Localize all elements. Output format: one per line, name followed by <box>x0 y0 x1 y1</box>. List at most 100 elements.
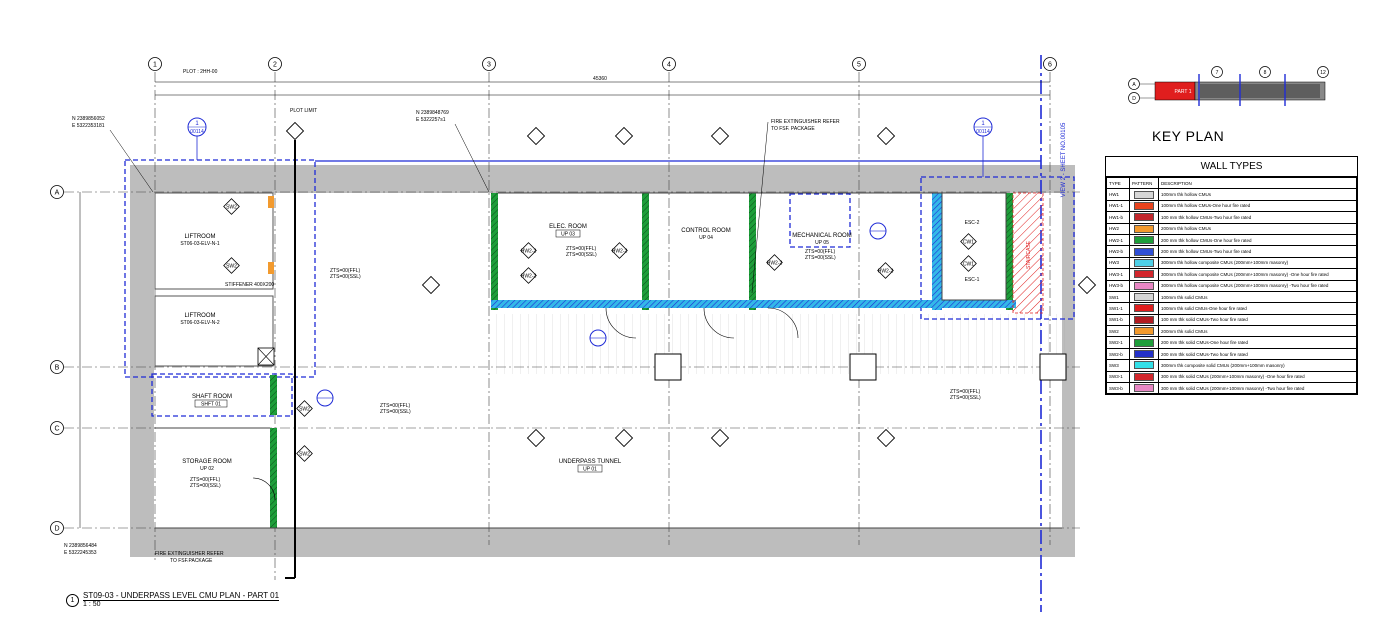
wall-type-row: SW1-1 100mm thk solid CMUs-One hour fire … <box>1106 302 1357 315</box>
plot-limit: PLOT LIMIT <box>290 108 317 114</box>
tag-sw2-d: SW2 <box>299 452 310 458</box>
wall-type-code: SW2-1 <box>1106 336 1130 349</box>
fire-ext-top: FIRE EXTINGUISHER REFER <box>771 119 840 125</box>
wall-type-swatch-fill <box>1134 201 1154 210</box>
tag-cw-a: CW1 <box>963 240 974 246</box>
wall-type-code: HW3-b <box>1106 279 1130 292</box>
wall-type-swatch-fill <box>1134 281 1154 290</box>
coord-bottom-n: N 2389856484 <box>64 543 97 549</box>
leader-left <box>109 129 154 193</box>
drawing-scale: 1 : 50 <box>83 601 101 608</box>
keyplan-grid-12: 12 <box>1320 70 1326 76</box>
level-ssl-4: ZTS=00(SSL) <box>805 255 836 261</box>
wall-type-swatch <box>1129 313 1159 327</box>
level-ssl-1: ZTS=00(SSL) <box>330 274 361 280</box>
cyan-wall-esc <box>932 193 942 310</box>
wall-type-code: SW2 <box>1106 325 1130 338</box>
coord-mid-e: E 5322257s1 <box>416 117 446 123</box>
room-tunnel-tag-box <box>577 464 603 473</box>
callout-2-ref: 00114 <box>976 129 990 135</box>
room-partitions <box>155 192 1062 529</box>
grid-col-3: 3 <box>487 62 491 69</box>
wall-type-code: HW3 <box>1106 256 1130 270</box>
wall-type-swatch-fill <box>1134 224 1154 233</box>
wall-type-description: 100mm thk solid CMUs-One hour fire rated <box>1158 302 1357 315</box>
blue-wall-bottom <box>491 300 1016 308</box>
wall-type-swatch-fill <box>1134 190 1154 199</box>
wall-type-code: SW1-1 <box>1106 302 1130 315</box>
green-wall-3 <box>749 193 756 310</box>
fire-ext-top-2: TO FSF. PACKAGE <box>771 126 815 132</box>
grid-bubbles-columns <box>148 57 1057 71</box>
wall-type-swatch <box>1129 336 1159 349</box>
wall-type-swatch <box>1129 279 1159 292</box>
level-ffl-6: ZTS=00(FFL) <box>190 477 220 483</box>
tag-hw2-a: HW2-2 <box>521 249 537 255</box>
grid-row-b: B <box>55 365 60 372</box>
room-control: CONTROL ROOM <box>681 228 730 234</box>
level-ffl-3: ZTS=00(FFL) <box>566 246 596 252</box>
wall-type-code: HW1-b <box>1106 211 1130 224</box>
grid-row-a: A <box>55 190 60 197</box>
level-ssl-3: ZTS=00(SSL) <box>566 252 597 258</box>
wall-type-swatch <box>1129 325 1159 338</box>
room-liftroom-1-tag: ST06-03-ELV-N-1 <box>180 241 220 247</box>
level-ssl-5: ZTS=00(SSL) <box>950 395 981 401</box>
green-wall-5 <box>270 428 277 528</box>
wall-type-description: 100 mm thk hollow CMUs-Two hour fire rat… <box>1158 211 1357 224</box>
wall-tags <box>223 198 977 462</box>
wall-type-description: 100mm thk hollow CMUs-One hour fire rate… <box>1158 199 1357 213</box>
room-mech-tag: UP 05 <box>815 240 829 246</box>
leader-mid <box>454 123 490 193</box>
green-wall-1 <box>491 193 498 310</box>
tag-hw2-e: HW2-2 <box>878 269 894 275</box>
wall-type-swatch-fill <box>1134 270 1154 279</box>
level-ssl-6: ZTS=00(SSL) <box>190 483 221 489</box>
wall-type-description: 300mm thk hollow composite CMUs (200mm+1… <box>1158 279 1357 292</box>
columns <box>654 353 1067 381</box>
wall-type-description: 200mm thk hollow CMUs <box>1158 222 1357 235</box>
wall-type-description: 200 mm thk hollow CMUs-One hour fire rat… <box>1158 233 1357 247</box>
wall-type-swatch-fill <box>1134 258 1154 267</box>
drawing-number: 1 <box>66 594 79 607</box>
grid-col-1: 1 <box>153 62 157 69</box>
wall-type-description: 100mm thk hollow CMUs <box>1158 188 1357 201</box>
callout-bubble-dividers <box>188 126 992 399</box>
leader-fire-top <box>751 121 769 294</box>
wall-type-swatch <box>1129 256 1159 270</box>
wall-type-swatch-fill <box>1134 213 1154 222</box>
stiffener-orange-2 <box>268 262 274 274</box>
wall-type-swatch <box>1129 233 1159 247</box>
wall-type-code: HW2-1 <box>1106 233 1130 247</box>
room-liftroom-2-tag: ST06-03-ELV-N-2 <box>180 320 220 326</box>
grid-row-d: D <box>54 526 59 533</box>
wall-type-swatch <box>1129 370 1159 384</box>
wall-type-swatch-fill <box>1134 361 1154 370</box>
callout-1-num: 1 <box>195 121 199 127</box>
col-type: TYPE <box>1106 176 1130 190</box>
tag-hw2-b: HW2-2 <box>521 274 537 280</box>
wall-type-code: HW2-b <box>1106 245 1130 258</box>
green-wall-4 <box>1006 193 1013 310</box>
wall-type-description: 300mm thk hollow composite CMUs (200mm+1… <box>1158 256 1357 270</box>
wall-type-row: HW2-1 200 mm thk hollow CMUs-One hour fir… <box>1106 233 1357 247</box>
wall-type-swatch <box>1129 245 1159 258</box>
wall-type-swatch-fill <box>1134 247 1154 256</box>
wall-type-swatch-fill <box>1134 304 1154 313</box>
drawing-title: ST09-03 - UNDERPASS LEVEL CMU PLAN - PAR… <box>83 591 280 601</box>
wall-type-swatch <box>1129 188 1159 201</box>
wall-type-code: SW2-b <box>1106 347 1130 361</box>
grid-col-6: 6 <box>1048 62 1052 69</box>
wall-types-header-row: TYPE PATTERN DESCRIPTION <box>1106 176 1357 190</box>
room-shaft-tag-box <box>194 399 228 408</box>
level-ffl-1: ZTS=00(FFL) <box>330 268 360 274</box>
room-liftroom-2: LIFTROOM <box>185 313 216 319</box>
wall-type-row: HW3-b 300mm thk hollow composite CMUs (20… <box>1106 279 1357 292</box>
callout-2-num: 1 <box>981 121 985 127</box>
wall-type-code: HW1-1 <box>1106 199 1130 213</box>
